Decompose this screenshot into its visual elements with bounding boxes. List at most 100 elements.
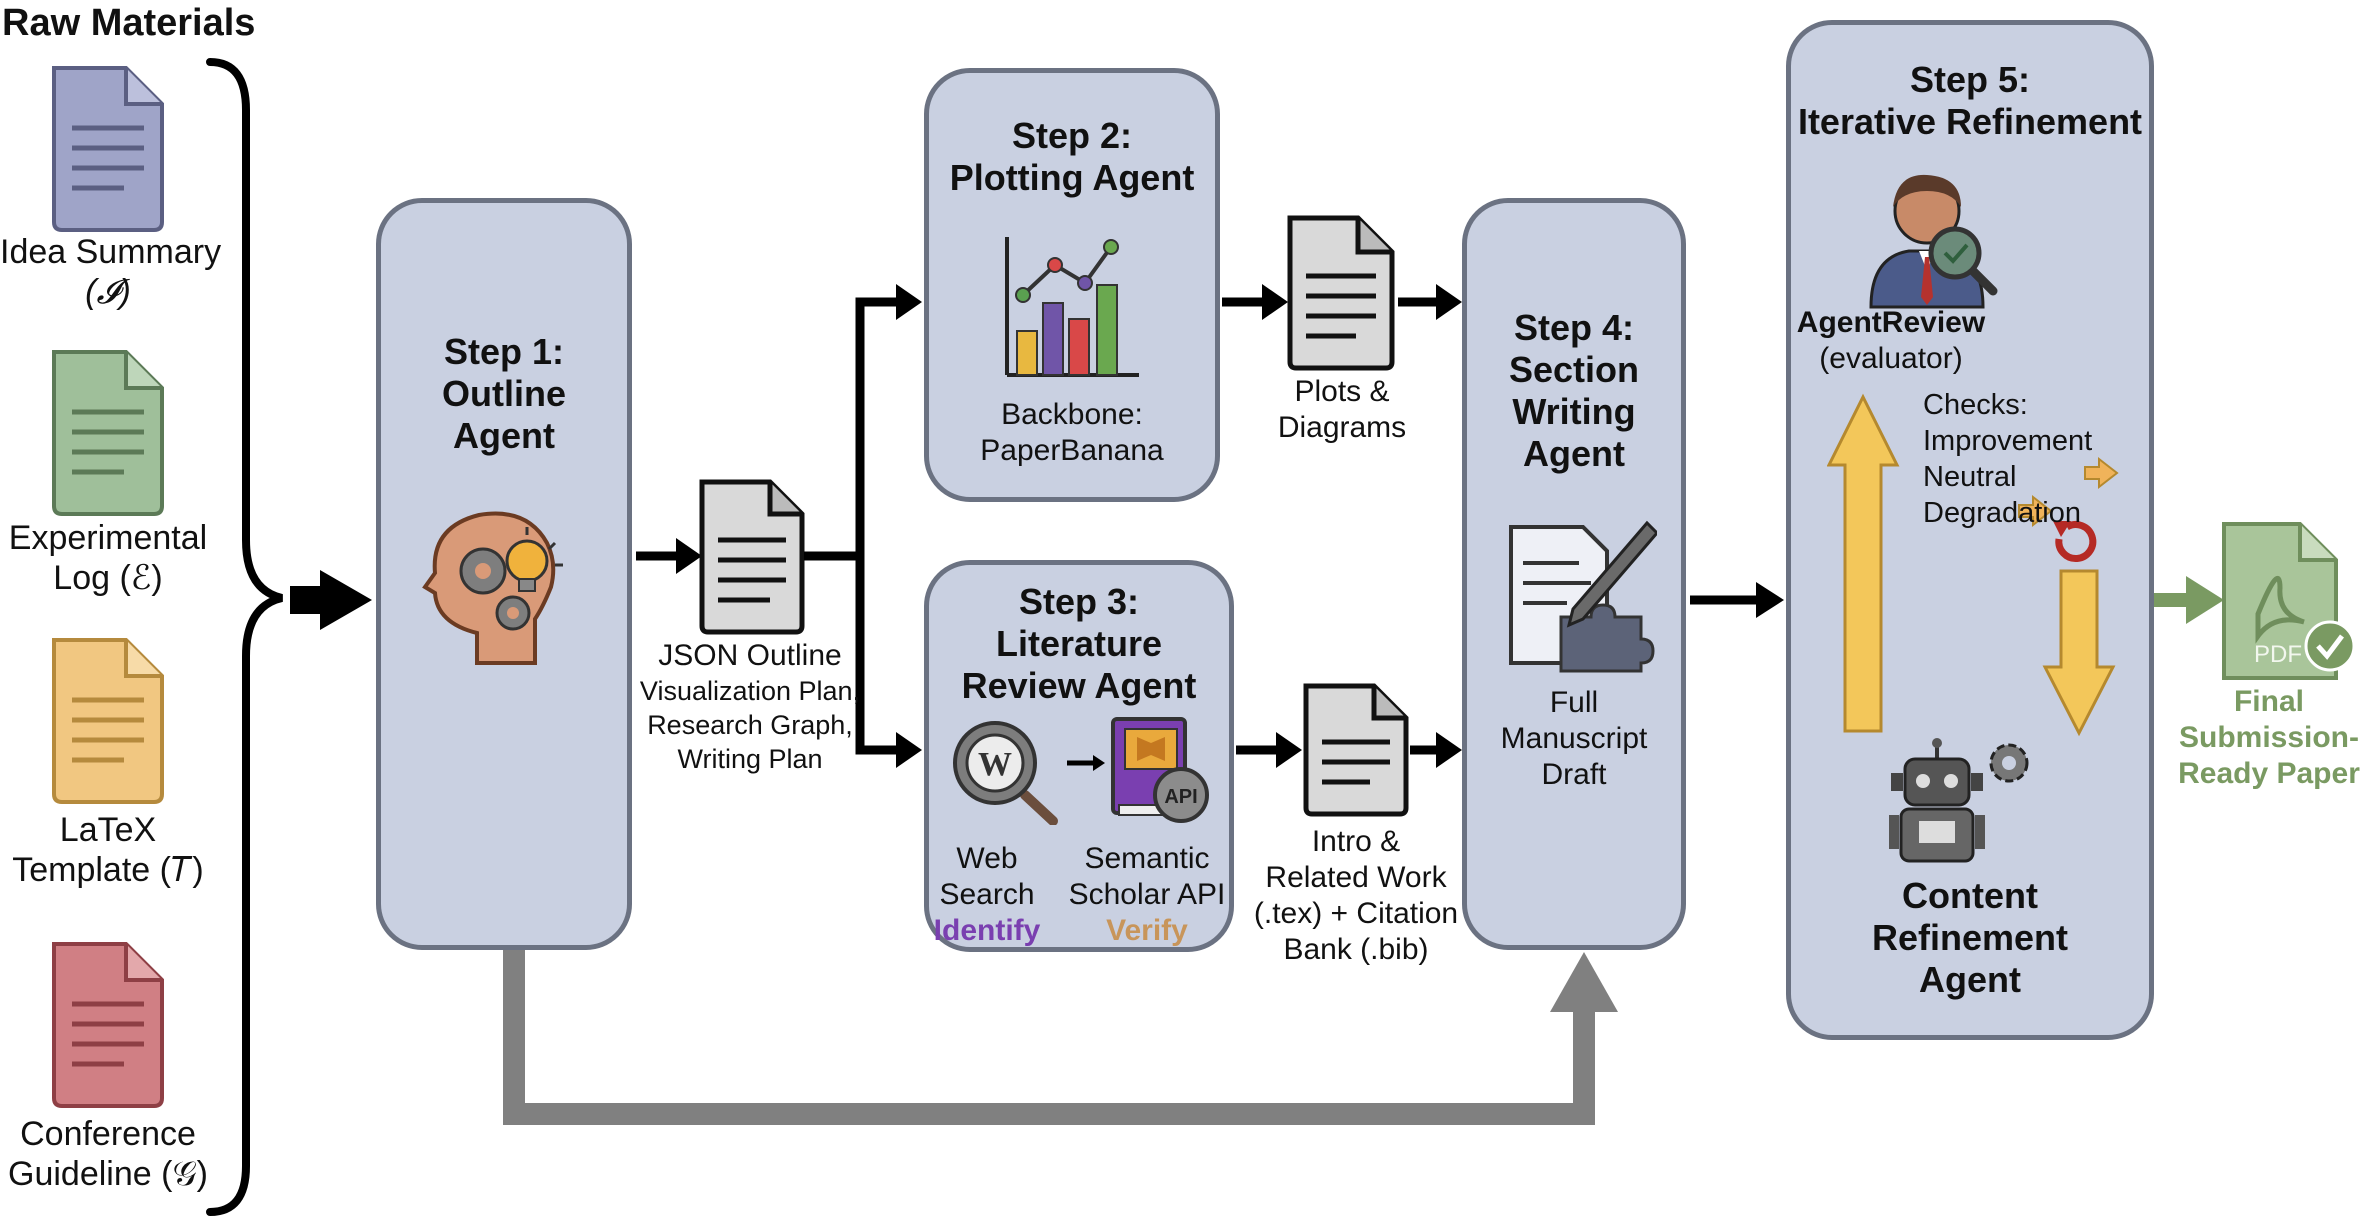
plots-label: Diagrams	[1277, 411, 1407, 444]
check-degradation: Degradation	[1923, 497, 2081, 529]
draft-caption: Full Manuscript Draft	[1467, 685, 1681, 793]
json-outline-item: Writing Plan	[677, 744, 823, 774]
step1-title: Step 1: Outline Agent	[381, 331, 627, 457]
step3-literature-review-box: Step 3: Literature Review Agent W API We…	[924, 560, 1234, 952]
step3-label: Literature	[995, 623, 1163, 664]
content-refinement-label: Content	[1902, 875, 2038, 916]
down-arrow	[2042, 569, 2116, 737]
content-refinement-label: Agent	[1919, 959, 2021, 1000]
web-search-label: Search	[939, 878, 1035, 911]
content-refinement-label: Refinement	[1871, 917, 2069, 958]
raw-item-symbol: Guideline (𝒢)	[8, 1155, 208, 1193]
refinement-loop-arrows	[1827, 393, 2119, 737]
final-caption: Final Submission- Ready Paper	[2178, 684, 2360, 792]
raw-item-label: Idea Summary	[0, 233, 222, 271]
step4-section-writing-box: Step 4: Section Writing Agent Full Manus…	[1462, 198, 1686, 950]
raw-item-guideline: Conference Guideline (𝒢)	[0, 1114, 216, 1194]
web-search-caption: Web Search Identify	[929, 841, 1045, 949]
semantic-scholar-label: Semantic	[1084, 842, 1210, 875]
raw-materials-title: Raw Materials	[2, 2, 256, 44]
plots-caption: Plots & Diagrams	[1262, 374, 1422, 446]
backbone-label: Backbone:	[1001, 398, 1143, 431]
bar-chart-icon	[1005, 237, 1139, 377]
improvement-arrow-icon	[2084, 456, 2119, 490]
agent-review-caption: AgentReview (evaluator)	[1791, 305, 1991, 377]
step2-title: Step 2: Plotting Agent	[929, 115, 1215, 199]
draft-label: Draft	[1541, 758, 1607, 791]
verify-label: Verify	[1106, 914, 1188, 947]
final-label: Final	[2233, 685, 2304, 718]
raw-item-label: Conference	[20, 1115, 196, 1153]
document-icon-log	[52, 350, 164, 516]
final-label: Submission-	[2178, 721, 2359, 754]
step2-plotting-agent-box: Step 2: Plotting Agent Backbone: PaperBa…	[924, 68, 1220, 502]
final-label: Ready Paper	[2178, 757, 2360, 790]
api-label: API	[1164, 786, 1197, 808]
intro-label: (.tex) + Citation	[1253, 897, 1459, 930]
check-neutral: Neutral	[1923, 461, 2017, 493]
intro-label: Bank (.bib)	[1283, 933, 1429, 966]
checks-list: Checks: Improvement Neutral Degradation	[1923, 387, 2092, 531]
intro-caption: Intro & Related Work (.tex) + Citation B…	[1246, 824, 1466, 968]
raw-item-template: LaTeX Template (𝑇)	[0, 810, 216, 890]
draft-label: Full	[1549, 686, 1599, 719]
json-outline-title: JSON Outline	[658, 639, 842, 672]
step4-label: Step 4:	[1513, 307, 1635, 348]
raw-item-symbol: Template (𝑇)	[12, 851, 204, 889]
skip-connection-arrow	[503, 950, 1595, 1125]
raw-item-symbol: (𝓘)	[85, 273, 131, 311]
step2-label: Step 2:	[1011, 115, 1133, 156]
robot-gear-icon	[1889, 738, 2029, 863]
semantic-scholar-label: Scholar API	[1068, 878, 1226, 911]
step4-label: Agent	[1523, 433, 1625, 474]
content-refinement-caption: Content Refinement Agent	[1791, 875, 2149, 1001]
step4-label: Section	[1508, 349, 1640, 390]
document-icon-guideline	[52, 942, 164, 1108]
semantic-scholar-caption: Semantic Scholar API Verify	[1065, 841, 1229, 949]
raw-item-label: Experimental	[8, 519, 208, 557]
draft-label: Manuscript	[1500, 722, 1648, 755]
step4-label: Writing	[1512, 391, 1636, 432]
step3-title: Step 3: Literature Review Agent	[929, 581, 1229, 707]
pdf-document-icon: PDF	[2222, 522, 2356, 680]
step1-label: Agent	[453, 415, 555, 456]
json-outline-document-icon	[699, 479, 805, 635]
document-icon-template	[52, 638, 164, 804]
step5-label: Iterative Refinement	[1797, 101, 2143, 142]
literature-search-icons: W API	[953, 717, 1209, 825]
step2-backbone: Backbone: PaperBanana	[929, 397, 1215, 469]
checks-label: Checks:	[1923, 389, 2028, 421]
intro-document-icon	[1303, 683, 1409, 817]
json-outline-item: Visualization Plan,	[639, 676, 861, 706]
step1-label: Step 1:	[443, 331, 565, 372]
wiki-letter: W	[978, 746, 1012, 783]
intro-label: Intro &	[1311, 825, 1401, 858]
wikipedia-magnifier-icon: W	[953, 721, 1058, 825]
api-book-icon: API	[1111, 717, 1209, 823]
raw-item-idea: Idea Summary (𝓘)	[0, 232, 222, 312]
backbone-name: PaperBanana	[980, 434, 1164, 467]
step4-title: Step 4: Section Writing Agent	[1467, 307, 1681, 475]
document-icon-idea	[52, 66, 164, 232]
brain-head-icon	[422, 511, 563, 665]
manuscript-puzzle-icon	[1509, 520, 1657, 673]
up-arrow	[1827, 393, 1900, 733]
plots-document-icon	[1287, 215, 1395, 371]
intro-label: Related Work	[1265, 861, 1447, 894]
json-outline-caption: JSON Outline Visualization Plan, Researc…	[630, 638, 870, 776]
step2-label: Plotting Agent	[949, 157, 1195, 198]
step3-label: Step 3:	[1018, 581, 1140, 622]
reviewer-person-icon	[1869, 174, 1998, 309]
identify-label: Identify	[933, 914, 1041, 947]
agent-review-role: (evaluator)	[1819, 342, 1963, 375]
pdf-label: PDF	[2254, 641, 2302, 668]
raw-item-label: LaTeX	[59, 811, 157, 849]
raw-materials-bracket	[206, 58, 284, 1216]
step5-iterative-refinement-box: Step 5: Iterative Refinement AgentReview…	[1786, 20, 2154, 1040]
step1-outline-agent-box: Step 1: Outline Agent	[376, 198, 632, 950]
json-outline-item: Research Graph,	[647, 710, 853, 740]
web-search-label: Web	[956, 842, 1018, 875]
step1-label: Outline	[442, 373, 566, 414]
raw-item-log: Experimental Log (ℰ)	[0, 518, 216, 598]
